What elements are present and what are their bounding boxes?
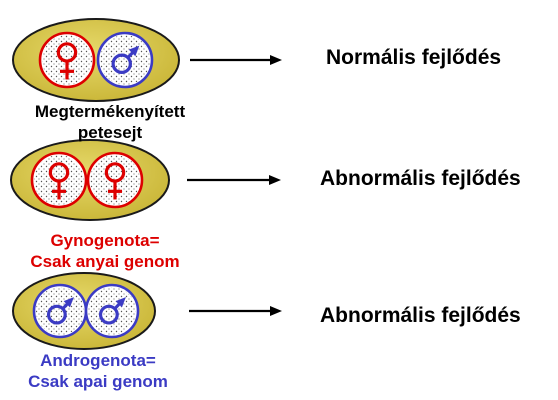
outcome-row-3: Abnormális fejlődés bbox=[320, 304, 521, 327]
caption-row-1-line1: Megtermékenyített bbox=[34, 102, 186, 121]
caption-row-1: Megtermékenyített petesejt bbox=[5, 101, 215, 143]
caption-row-3-line2: Csak apai genom bbox=[28, 372, 168, 391]
female-pronucleus-row-2 bbox=[30, 151, 88, 209]
male-pronucleus-row-3 bbox=[84, 283, 140, 339]
male-pronucleus-row-3 bbox=[32, 283, 88, 339]
row-3-group bbox=[12, 272, 282, 350]
male-pronucleus-row-1 bbox=[96, 31, 154, 89]
caption-row-2-line2: Csak anyai genom bbox=[30, 252, 180, 271]
female-symbol-icon bbox=[104, 162, 126, 200]
outcome-row-1: Normális fejlődés bbox=[326, 46, 502, 69]
caption-row-1-line2: petesejt bbox=[77, 123, 143, 142]
male-symbol-icon bbox=[46, 297, 74, 325]
female-pronucleus-row-2 bbox=[86, 151, 144, 209]
male-symbol-icon bbox=[98, 297, 126, 325]
caption-row-3: Androgenota= Csak apai genom bbox=[0, 350, 203, 392]
male-symbol-icon bbox=[111, 45, 140, 75]
caption-row-2-line1: Gynogenota= bbox=[50, 231, 160, 250]
caption-row-2: Gynogenota= Csak anyai genom bbox=[0, 230, 210, 272]
female-pronucleus-row-1 bbox=[38, 31, 96, 89]
arrow-row-3 bbox=[189, 306, 282, 316]
outcome-row-2: Abnormális fejlődés bbox=[320, 167, 521, 190]
caption-row-3-line1: Androgenota= bbox=[40, 351, 156, 370]
row-2-group bbox=[10, 139, 281, 221]
female-symbol-icon bbox=[48, 162, 70, 200]
female-symbol-icon bbox=[56, 42, 78, 80]
arrow-row-1 bbox=[190, 55, 282, 65]
arrow-row-2 bbox=[187, 175, 281, 185]
row-1-group bbox=[12, 18, 282, 102]
egg-cell-row-1 bbox=[12, 18, 180, 102]
